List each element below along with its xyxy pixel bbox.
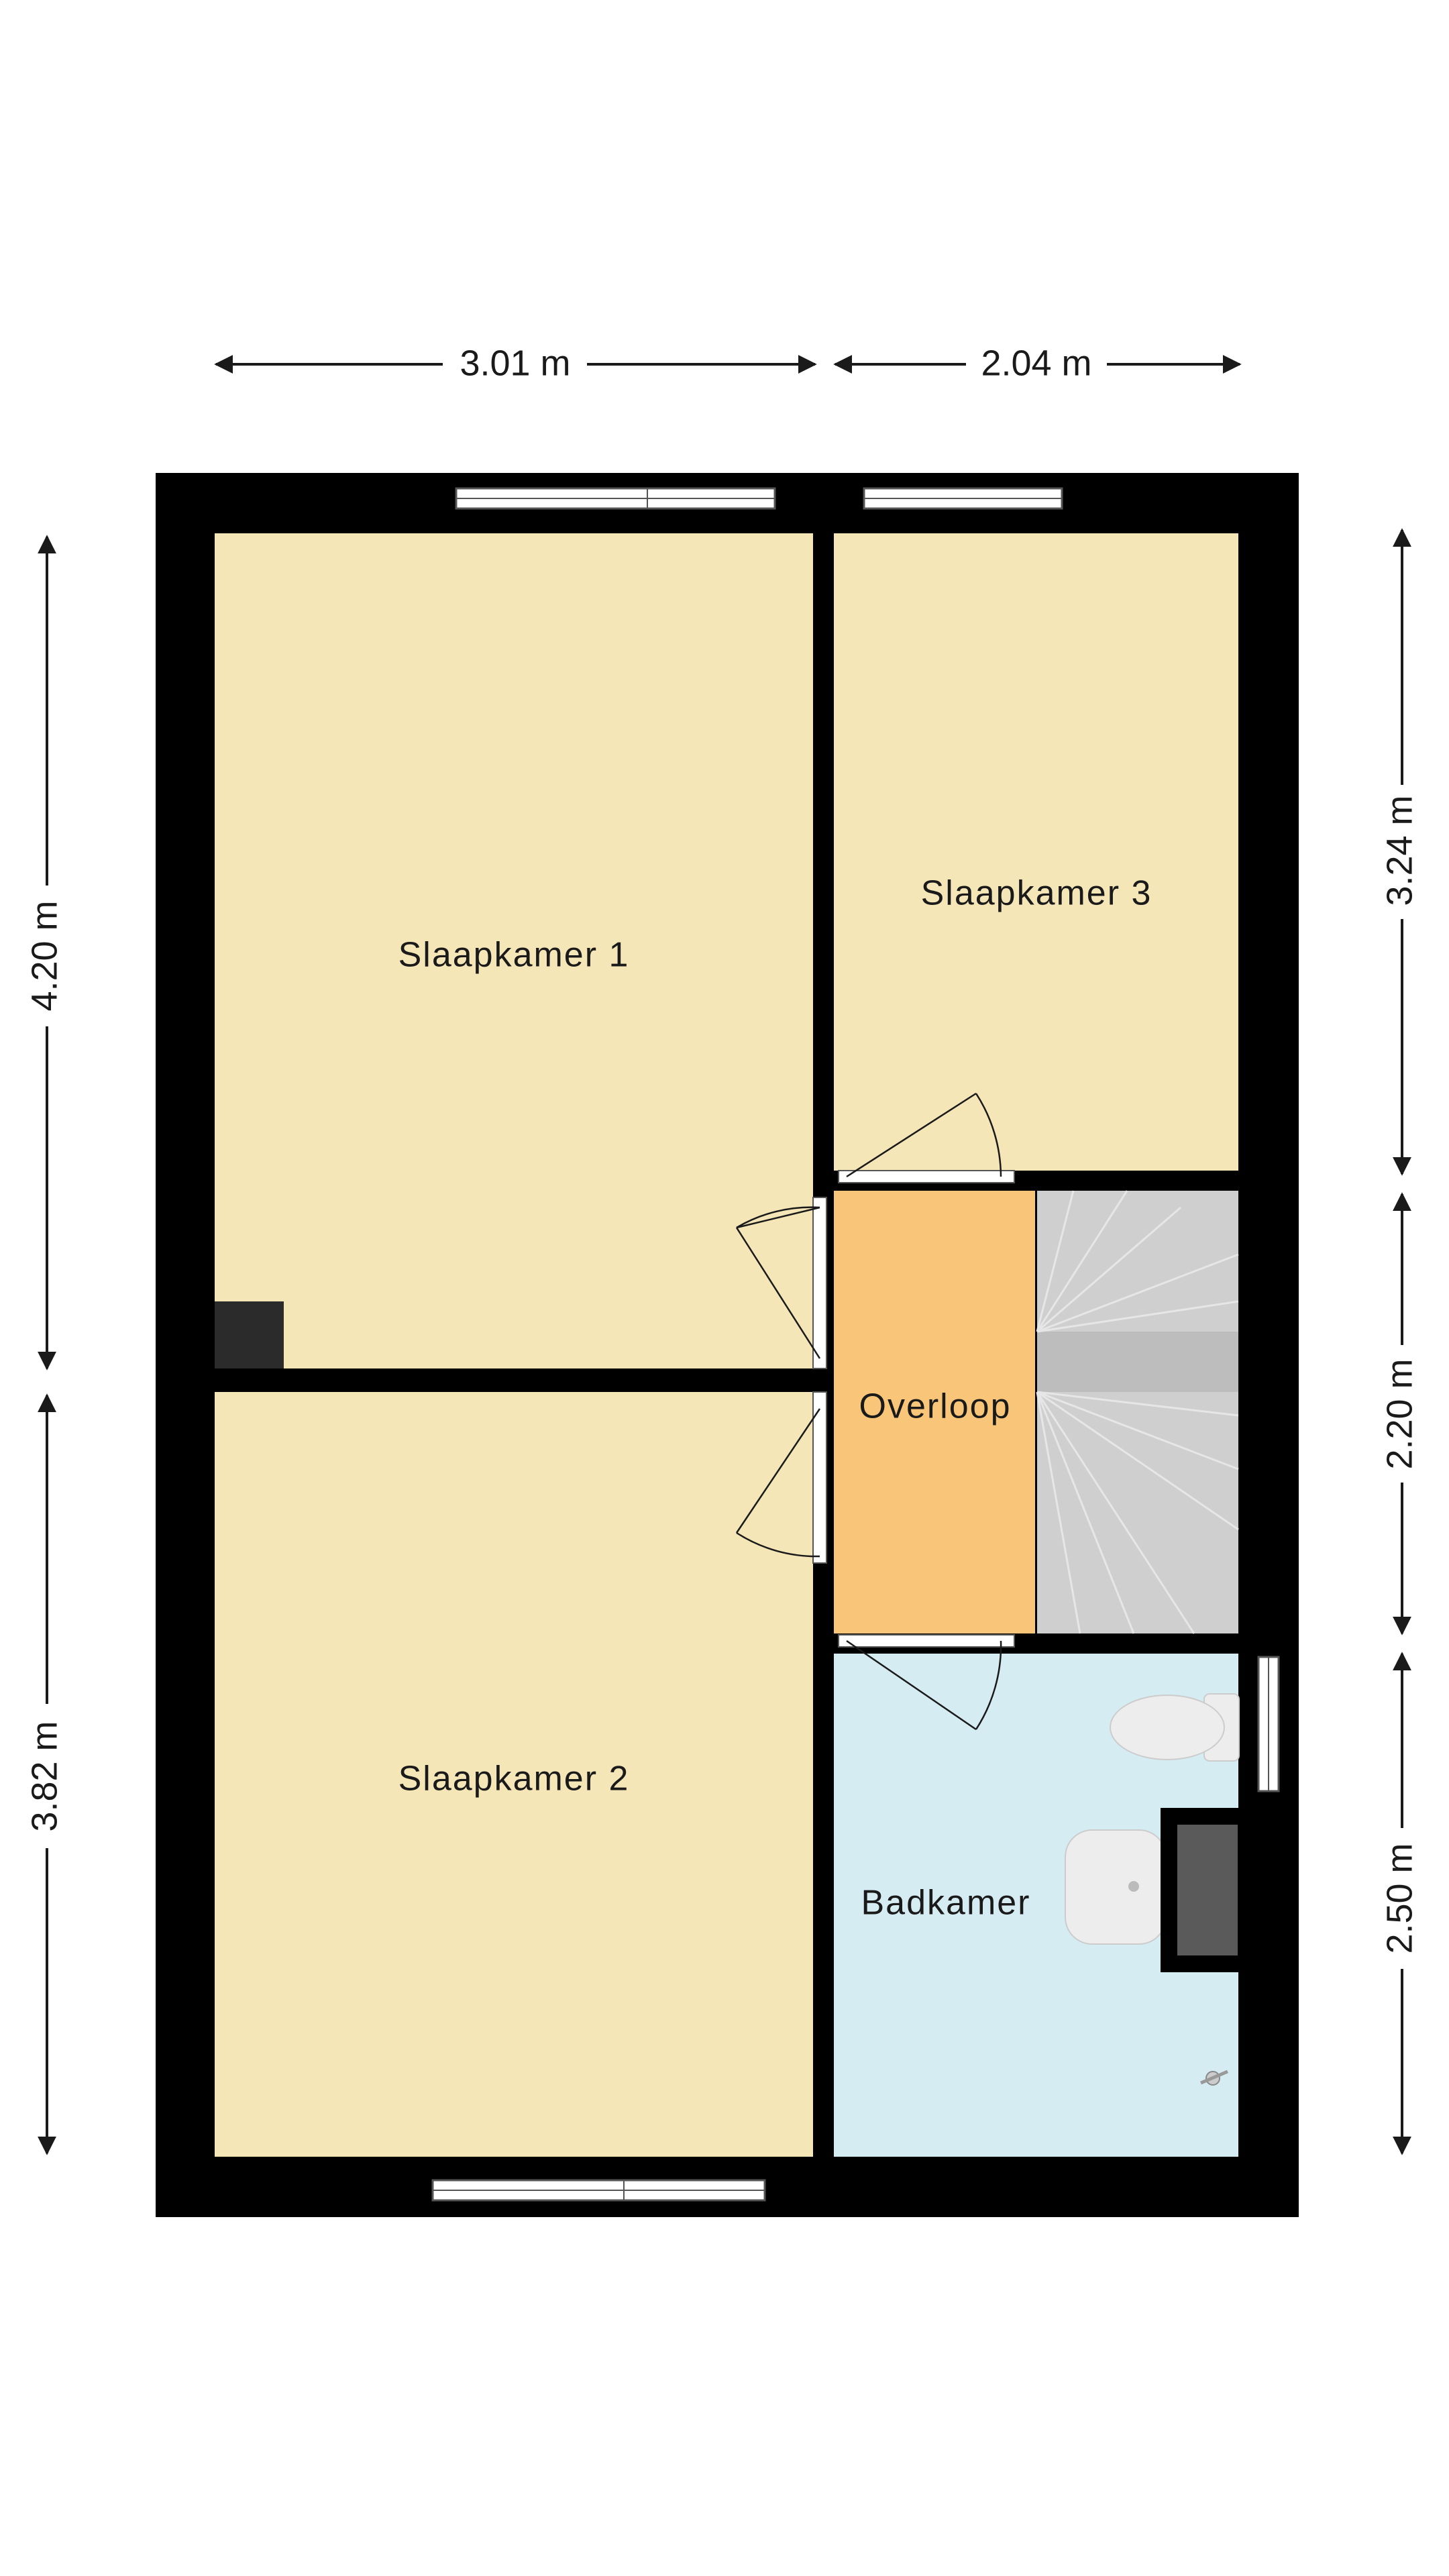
window-top-right xyxy=(863,487,1063,510)
svg-text:3.82 m: 3.82 m xyxy=(24,1721,64,1831)
dimension-top-left: 3.01 m xyxy=(214,343,817,383)
window-bottom xyxy=(431,2179,766,2202)
room-slaapkamer-2 xyxy=(215,1392,813,2157)
svg-text:2.04 m: 2.04 m xyxy=(981,343,1091,383)
dimension-right-upper: 3.24 m xyxy=(1379,528,1419,1176)
svg-text:3.24 m: 3.24 m xyxy=(1379,795,1419,906)
room-slaapkamer-1 xyxy=(215,533,813,1368)
shower-niche xyxy=(1161,1808,1241,1972)
svg-text:2.50 m: 2.50 m xyxy=(1379,1843,1419,1953)
room-overloop xyxy=(834,1191,1035,1633)
door-slaapkamer-1 xyxy=(735,1197,827,1369)
svg-text:3.01 m: 3.01 m xyxy=(460,343,570,383)
dimension-top-right: 2.04 m xyxy=(833,343,1242,383)
svg-text:2.20 m: 2.20 m xyxy=(1379,1358,1419,1469)
faucet-icon xyxy=(1200,2070,1228,2086)
label-overloop: Overloop xyxy=(859,1387,1012,1426)
chimney-block xyxy=(215,1301,284,1368)
window-top-left xyxy=(455,487,776,510)
window-bathroom xyxy=(1257,1656,1280,1792)
dimension-left-upper: 4.20 m xyxy=(24,535,64,1371)
staircase xyxy=(1036,1190,1239,1634)
washbasin-icon xyxy=(1065,1829,1167,1945)
door-slaapkamer-2 xyxy=(735,1391,827,1564)
door-slaapkamer-3 xyxy=(838,1092,1015,1183)
dimension-right-middle: 2.20 m xyxy=(1379,1192,1419,1635)
dimension-right-lower: 2.50 m xyxy=(1379,1652,1419,2155)
label-slaapkamer-3: Slaapkamer 3 xyxy=(921,874,1152,913)
door-badkamer xyxy=(838,1634,1015,1731)
label-slaapkamer-2: Slaapkamer 2 xyxy=(398,1760,630,1799)
room-slaapkamer-3 xyxy=(834,533,1238,1171)
toilet-icon xyxy=(1110,1693,1240,1762)
label-slaapkamer-1: Slaapkamer 1 xyxy=(398,936,630,975)
svg-text:4.20 m: 4.20 m xyxy=(24,900,64,1011)
label-badkamer: Badkamer xyxy=(861,1884,1031,1923)
dimension-left-lower: 3.82 m xyxy=(24,1393,64,2155)
